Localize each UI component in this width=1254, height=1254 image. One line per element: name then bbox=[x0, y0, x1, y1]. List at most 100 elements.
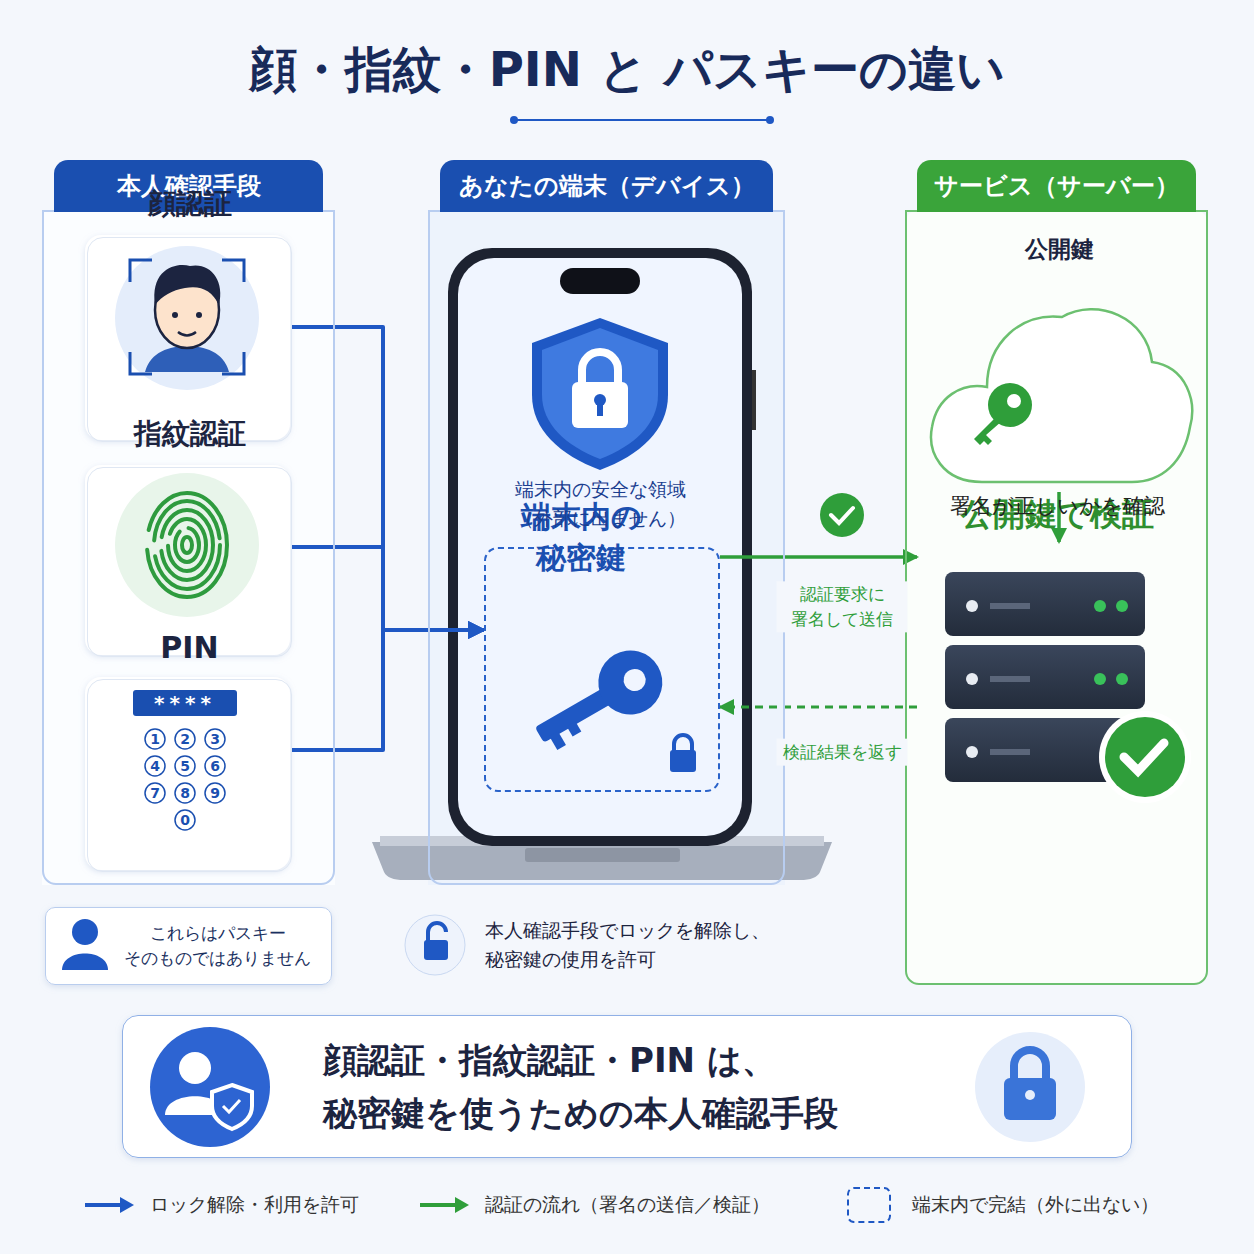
title-underline bbox=[766, 116, 774, 124]
server-icon bbox=[945, 572, 1145, 636]
server-icon bbox=[1116, 600, 1128, 612]
connector bbox=[292, 547, 484, 630]
server-icon bbox=[1094, 600, 1128, 685]
keypad-digit: 7 bbox=[145, 783, 165, 803]
check-badge bbox=[820, 493, 864, 537]
face-icon bbox=[145, 346, 229, 372]
legend-sample bbox=[455, 1197, 469, 1213]
private-key-icon bbox=[587, 639, 674, 726]
unlock-icon bbox=[405, 915, 465, 975]
server-icon bbox=[990, 749, 1030, 755]
lock-icon bbox=[975, 1032, 1085, 1142]
lock-icon bbox=[1025, 1090, 1035, 1100]
face-icon bbox=[130, 260, 244, 374]
user-shield-icon bbox=[150, 1027, 270, 1147]
shield-lock bbox=[532, 318, 668, 470]
fingerprint-icon bbox=[115, 473, 259, 617]
laptop-base bbox=[525, 848, 680, 862]
connector bbox=[720, 706, 917, 709]
small-lock bbox=[674, 735, 692, 752]
connector bbox=[292, 630, 484, 750]
pin-display: **** bbox=[133, 690, 237, 716]
face-icon bbox=[115, 246, 259, 390]
panel-header: サービス（サーバー） bbox=[917, 160, 1196, 212]
keypad-digit: 6 bbox=[205, 756, 225, 776]
keypad-digit: 4 bbox=[145, 756, 165, 776]
user-shield-icon bbox=[223, 1100, 240, 1112]
card-ground bbox=[85, 677, 290, 870]
keypad-icon bbox=[145, 783, 165, 803]
face-icon bbox=[196, 312, 202, 318]
server-icon bbox=[990, 603, 1030, 609]
legend-text: 端末内で完結（外に出ない） bbox=[912, 1193, 1159, 1215]
connector bbox=[720, 555, 917, 559]
shield-lock bbox=[582, 352, 618, 385]
keypad-digit: 0 bbox=[175, 810, 195, 830]
keypad-digit: 1 bbox=[145, 729, 165, 749]
server-icon bbox=[1099, 711, 1191, 803]
connector bbox=[292, 327, 484, 630]
panel-ground bbox=[905, 210, 1208, 985]
server-box: 公開鍵で検証署名が正しいかを確認 bbox=[917, 542, 1197, 907]
fingerprint-icon bbox=[115, 473, 259, 617]
legend-sample bbox=[85, 1203, 122, 1207]
fingerprint-icon bbox=[154, 501, 220, 589]
user-shield-icon bbox=[179, 1052, 211, 1084]
method-card: 顔認証 bbox=[87, 237, 292, 442]
face-icon bbox=[115, 246, 259, 390]
node-text: 公開鍵 bbox=[932, 235, 1187, 287]
panel-ground bbox=[42, 210, 335, 885]
keypad-digit: 5 bbox=[175, 756, 195, 776]
server-icon bbox=[1094, 600, 1106, 612]
keypad-icon bbox=[205, 783, 225, 803]
secure-area-box: 端末内の 秘密鍵 bbox=[484, 547, 720, 792]
lock-icon bbox=[975, 1032, 1085, 1142]
face-icon bbox=[172, 312, 178, 318]
person-icon bbox=[62, 954, 108, 971]
node-text: 署名が正しいかを確認 bbox=[927, 490, 1187, 542]
shield-lock bbox=[542, 328, 658, 459]
public-key-icon bbox=[1007, 394, 1021, 408]
face-icon bbox=[178, 332, 196, 336]
private-key-icon bbox=[523, 639, 674, 763]
lock-icon bbox=[1004, 1078, 1056, 1120]
keypad-icon bbox=[205, 729, 225, 749]
title-underline bbox=[510, 116, 774, 124]
keypad-icon bbox=[175, 810, 195, 830]
node-text: これらはパスキー そのものではありません bbox=[108, 921, 328, 972]
keypad-icon bbox=[145, 756, 165, 776]
node-text: 顔認証 bbox=[98, 186, 281, 238]
check-badge bbox=[831, 508, 853, 523]
legend-entry: 認証の流れ（署名の送信／検証） bbox=[485, 1192, 770, 1218]
keypad-icon bbox=[175, 729, 195, 749]
edge-label: 検証結果を返す bbox=[777, 739, 908, 766]
card-ground bbox=[85, 235, 290, 440]
keypad-icon bbox=[145, 729, 225, 830]
cloud-shape bbox=[922, 287, 1197, 492]
diagram-title: 顔・指紋・PIN と パスキーの違い bbox=[0, 38, 1254, 102]
server-icon bbox=[945, 572, 1191, 803]
laptop-base bbox=[372, 842, 832, 880]
public-key-icon bbox=[974, 417, 1002, 445]
node-text: 顔認証・指紋認証・PIN は、 秘密鍵を使うための本人確認手段 bbox=[323, 1034, 883, 1139]
note-text: 本人確認手段でロックを解除し、 秘密鍵の使用を許可 bbox=[485, 916, 785, 975]
user-shield-icon bbox=[150, 1027, 270, 1147]
server-icon bbox=[1124, 743, 1164, 771]
node-text: PIN bbox=[98, 628, 281, 680]
title-underline bbox=[510, 116, 518, 124]
keypad-icon bbox=[175, 783, 195, 803]
private-key-icon bbox=[549, 731, 566, 750]
panel: サービス（サーバー）公開鍵公開鍵で検証署名が正しいかを確認 bbox=[905, 210, 1208, 985]
panel: あなたの端末（デバイス）端末内の 秘密鍵 bbox=[428, 210, 785, 885]
panel: 本人確認手段顔認証指紋認証PIN bbox=[42, 210, 335, 885]
fingerprint-icon bbox=[168, 519, 206, 571]
card-ground bbox=[85, 465, 290, 655]
private-key-icon bbox=[567, 721, 582, 736]
keypad-digit: 2 bbox=[175, 729, 195, 749]
private-key-icon bbox=[620, 665, 650, 695]
small-lock bbox=[670, 750, 696, 772]
unlock-icon bbox=[428, 923, 446, 942]
keypad-icon bbox=[175, 756, 195, 776]
cloud-box: 公開鍵 bbox=[922, 287, 1197, 492]
public-key-icon bbox=[974, 383, 1032, 445]
